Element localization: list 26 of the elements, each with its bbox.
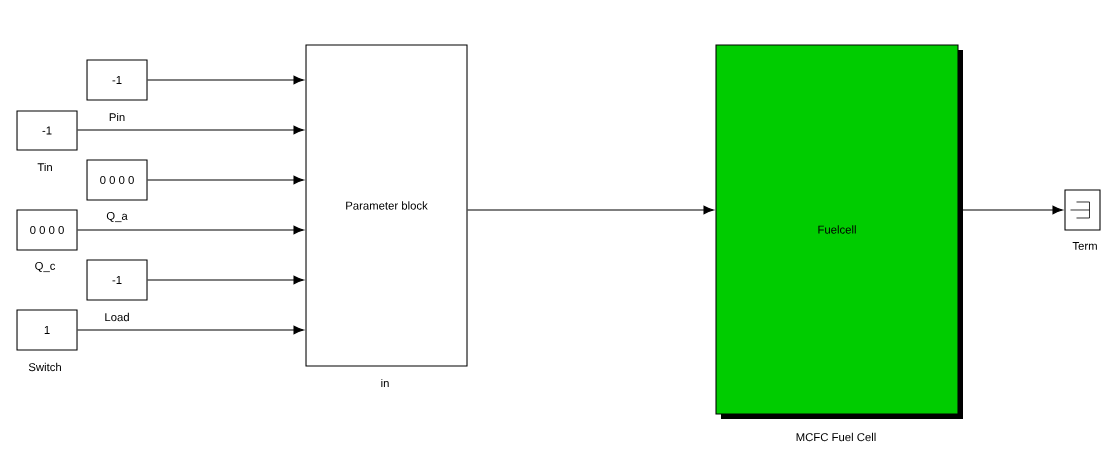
block-label: Q_c xyxy=(35,261,56,273)
block-label: MCFC Fuel Cell xyxy=(796,432,876,442)
block-label: Term xyxy=(1072,242,1097,250)
terminator-block xyxy=(1064,189,1101,231)
constant-block: -1 xyxy=(16,110,78,151)
block-label: Tin xyxy=(37,162,52,172)
arrow xyxy=(77,125,304,135)
constant-block: 1 xyxy=(16,309,78,351)
arrow xyxy=(147,275,304,285)
arrow xyxy=(77,325,304,335)
constant-block: -1 xyxy=(86,259,148,301)
arrow xyxy=(77,225,304,235)
block-label: Pin xyxy=(109,112,125,122)
constant-block: 0 0 0 0 xyxy=(16,209,78,251)
subsystem-block: Parameter block xyxy=(305,44,468,367)
arrow xyxy=(147,75,304,85)
arrow xyxy=(147,175,304,185)
constant-block: -1 xyxy=(86,59,148,101)
arrow xyxy=(962,205,1063,215)
constant-block: 0 0 0 0 xyxy=(86,159,148,201)
block-label: in xyxy=(381,378,389,388)
arrow xyxy=(467,205,714,215)
block-label: Load xyxy=(105,312,129,322)
block-label: Q_a xyxy=(106,211,128,223)
fuel-cell-block: Fuelcell xyxy=(715,44,959,415)
block-label: Switch xyxy=(28,362,61,372)
